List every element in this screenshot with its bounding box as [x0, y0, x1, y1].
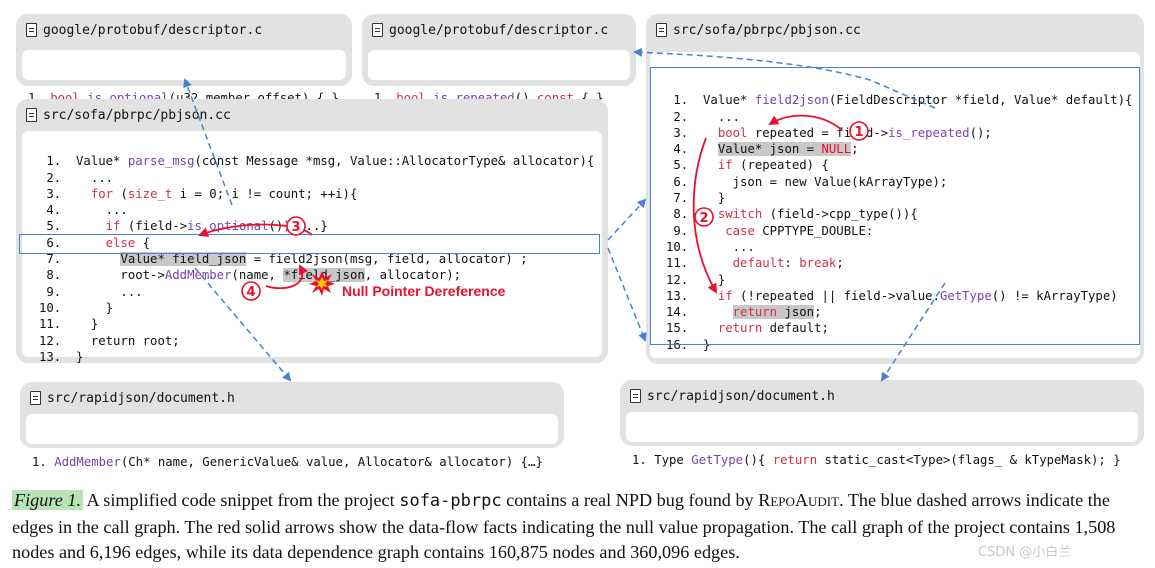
watermark: CSDN @小白兰	[978, 545, 1072, 560]
code-line: 9. ...	[39, 284, 143, 299]
step-marker-1	[849, 121, 869, 141]
step-marker-4	[241, 281, 261, 301]
data-flow-1	[768, 114, 843, 131]
code-line: 8. switch (field->cpp_type()){	[666, 207, 918, 222]
project-name: sofa-pbrpc	[399, 491, 502, 511]
code-line: 12. return root;	[39, 333, 180, 348]
figure-caption: Figure 1. A simplified code snippet from…	[12, 490, 1116, 562]
data-flow-4	[265, 264, 309, 290]
document-right-file-header: src/rapidjson/document.h	[630, 386, 835, 406]
code-line: 12. }	[666, 272, 726, 287]
null-pointer-dereference-label: Null Pointer Dereference	[342, 283, 506, 299]
document-addmember-panel: src/rapidjson/document.h 1. AddMember(Ch…	[20, 382, 564, 469]
call-edge-gettype	[880, 282, 946, 382]
document-left-file-header: src/rapidjson/document.h	[30, 388, 235, 408]
step-marker-3	[286, 216, 306, 236]
step-marker-4-label: 4	[246, 285, 255, 300]
file-icon	[26, 23, 37, 37]
explosion-icon	[309, 271, 335, 296]
descriptor-optional-panel: google/protobuf/descriptor.c 1. bool is_…	[16, 14, 352, 105]
code-line: 8. root->AddMember(name, *field_json, al…	[39, 268, 462, 283]
step-markers: 1 2 3 4	[241, 121, 869, 301]
code-line: 6. json = new Value(kArrayType);	[666, 174, 948, 189]
code-line: 2. ...	[666, 109, 741, 124]
pbjson-left-file-path: src/sofa/pbrpc/pbjson.cc	[43, 107, 231, 123]
code-line: 14. return json;	[666, 305, 822, 320]
descriptor-repeated-file-header: google/protobuf/descriptor.c	[372, 20, 608, 40]
call-edge-is-repeated	[633, 47, 936, 109]
code-line: 9. case CPPTYPE_DOUBLE:	[666, 223, 874, 238]
call-edge-addmember	[194, 267, 292, 382]
file-icon	[30, 391, 41, 405]
call-edge-field2json-top	[607, 198, 647, 241]
code-line: 2. ...	[39, 170, 114, 185]
code-line: 6. else {	[39, 235, 151, 250]
code-line: 3. for (size_t i = 0; i != count; ++i){	[39, 186, 358, 201]
tool-name: RepoAudit	[758, 490, 840, 510]
code-line: 5. if (repeated) {	[666, 158, 829, 173]
step-marker-1-label: 1	[854, 125, 863, 140]
pbjson-right-file-header: src/sofa/pbrpc/pbjson.cc	[656, 20, 861, 40]
file-icon	[630, 389, 641, 403]
call-edge-field2json-bottom	[607, 247, 647, 342]
data-flow-3	[198, 223, 313, 237]
pbjson-left-file-header: src/sofa/pbrpc/pbjson.cc	[26, 105, 231, 125]
gettype-code: 1. Type GetType(){ return static_cast<Ty…	[626, 412, 1138, 467]
call-edge-is-optional	[183, 78, 233, 206]
pbjson-right-file-path: src/sofa/pbrpc/pbjson.cc	[673, 22, 861, 38]
document-left-file-path: src/rapidjson/document.h	[47, 390, 235, 406]
descriptor-optional-file-header: google/protobuf/descriptor.c	[26, 20, 262, 40]
code-line: 10. }	[39, 300, 114, 315]
pbjson-field2json-panel: src/sofa/pbrpc/pbjson.cc 1. Value* field…	[646, 14, 1144, 364]
code-line: 10. ...	[666, 239, 755, 254]
parse-msg-code: 1. Value* parse_msg(const Message *msg, …	[22, 131, 602, 364]
figure-label: Figure 1.	[12, 490, 84, 510]
code-line: 3. bool repeated = field->is_repeated();	[666, 125, 992, 140]
data-flow-edges	[198, 114, 843, 294]
addmember-code: 1. AddMember(Ch* name, GenericValue& val…	[26, 414, 558, 469]
call-graph-edges	[183, 47, 946, 382]
descriptor-repeated-file-path: google/protobuf/descriptor.c	[389, 22, 609, 38]
file-icon	[372, 23, 383, 37]
file-icon	[26, 108, 37, 122]
step-marker-2	[694, 207, 714, 227]
field2json-code: 1. Value* field2json(FieldDescriptor *fi…	[650, 52, 1140, 358]
step-marker-3-label: 3	[291, 220, 300, 235]
field2json-body-frame	[650, 67, 1140, 345]
code-line: 7. Value* field_json = field2json(msg, f…	[39, 252, 528, 267]
code-line: 11. }	[39, 317, 99, 332]
code-line: 11. default: break;	[666, 256, 844, 271]
data-flow-2	[692, 137, 717, 294]
code-line: 13. if (!repeated || field->value.GetTyp…	[666, 288, 1118, 303]
code-line: 1. Value* field2json(FieldDescriptor *fi…	[666, 93, 1133, 108]
pbjson-parse-msg-panel: src/sofa/pbrpc/pbjson.cc 1. Value* parse…	[16, 99, 608, 364]
code-line: 13. }	[39, 349, 84, 364]
document-right-file-path: src/rapidjson/document.h	[647, 388, 835, 404]
file-icon	[656, 23, 667, 37]
step-marker-2-label: 2	[699, 211, 708, 226]
code-line: 4. ...	[39, 203, 128, 218]
descriptor-optional-file-path: google/protobuf/descriptor.c	[43, 22, 263, 38]
code-line: 1. AddMember(Ch* name, GenericValue& val…	[32, 454, 543, 469]
callsite-line-7-frame	[19, 234, 600, 254]
code-line: 4. Value* json = NULL;	[666, 142, 859, 157]
code-line: 1. Type GetType(){ return static_cast<Ty…	[632, 452, 1121, 467]
code-line: 15. return default;	[666, 321, 829, 336]
document-gettype-panel: src/rapidjson/document.h 1. Type GetType…	[620, 380, 1144, 467]
code-line: 7. }	[666, 191, 726, 206]
code-line: 1. Value* parse_msg(const Message *msg, …	[39, 154, 595, 169]
